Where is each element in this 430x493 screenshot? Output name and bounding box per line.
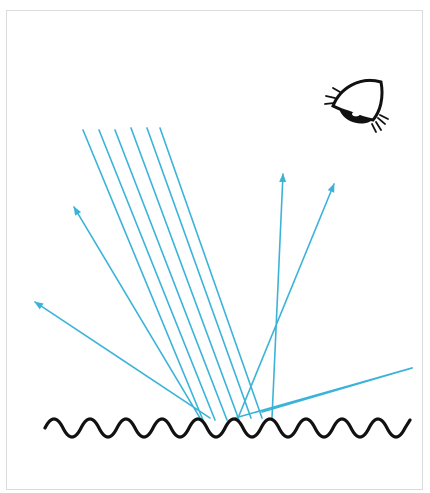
reflected-rays [35,174,412,418]
incident-ray [115,130,227,420]
reflected-ray [272,174,283,418]
incident-ray [160,128,262,418]
reflected-ray [235,368,412,418]
rough-surface [45,419,410,437]
reflected-ray [238,184,334,418]
incident-ray [147,128,251,418]
incident-rays [83,128,262,420]
reflected-ray [35,302,210,418]
incident-ray [99,130,215,420]
eye-icon [325,80,388,132]
reflected-ray [74,207,200,418]
